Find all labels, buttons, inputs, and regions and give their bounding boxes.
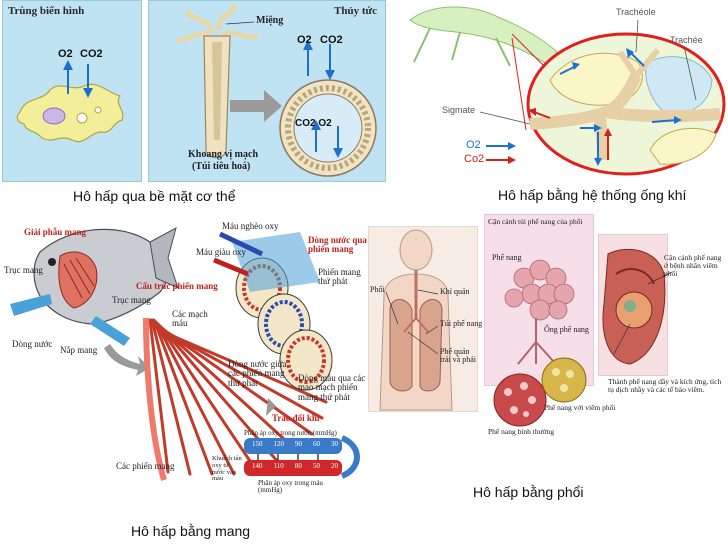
caption-trachea: Hô hấp bằng hệ thống ống khí: [498, 187, 687, 203]
hydra-title: Thủy tức: [334, 5, 377, 17]
hydra-co2-o2: CO2 O2: [295, 118, 332, 129]
cavity-label-1: Khoang vị mạch: [188, 149, 259, 160]
blood-po2-values: 140 110 80 50 20: [252, 462, 338, 470]
operculum-label: Nắp mang: [60, 345, 98, 355]
gill-anatomy-title: Giải phẫu mang: [24, 227, 87, 237]
caption-lungs: Hô hấp bằng phổi: [473, 484, 584, 500]
trachee-label: Trachée: [670, 35, 703, 45]
oxy-blood-label: Máu giàu oxy: [196, 247, 246, 257]
gill-illustration: [10, 227, 360, 481]
bronchi-label: Phế quản trái và phải: [440, 347, 476, 365]
thick-wall-label: Thành phế nang dầy và kích ứng, tích tụ …: [608, 377, 722, 394]
blood-value: 140: [252, 462, 263, 470]
lung-label: Phổi: [370, 285, 385, 294]
tracheal-illustration: [409, 6, 726, 176]
water-value: 120: [273, 440, 285, 448]
pneumonia-alveolus-label: Phế nang với viêm phổi: [544, 403, 616, 412]
alveolar-duct-label: Ống phế nang: [544, 325, 589, 334]
deoxy-blood-label: Máu nghèo oxy: [222, 221, 279, 231]
blood-value: 50: [312, 462, 320, 470]
tracheole-label: Trachéole: [616, 7, 656, 17]
caption-surface: Hô hấp qua bề mặt cơ thể: [73, 188, 236, 204]
pneumonia-closeup-label: Cận cảnh phế nang ở bệnh nhân viêm phổi: [664, 253, 722, 278]
water-po2-values: 150 120 90 60 30: [252, 440, 338, 448]
sigmate-label: Sigmate: [442, 105, 476, 115]
alveolar-sac-label: Túi phế nang: [440, 319, 483, 328]
trachea-label: Khí quản: [440, 287, 470, 296]
water-value: 150: [252, 440, 263, 448]
amoeba-co2: CO2: [80, 48, 103, 60]
hydra-illustration: [175, 3, 377, 177]
blood-vessels-label: Các mạch máu: [172, 309, 208, 329]
blood-value: 110: [273, 462, 284, 470]
gas-exchange-label: Trao đổi khí: [272, 413, 320, 423]
alveolus-label: Phế nang: [492, 253, 522, 262]
tracheal-panel: Trachéole Trachée Sigmate O2 Co2: [400, 0, 728, 180]
gill-arch-label: Trục mang: [4, 265, 43, 275]
normal-alveolus-label: Phế nang bình thường: [488, 427, 555, 436]
water-value: 30: [331, 440, 338, 448]
mouth-label: Miệng: [256, 15, 284, 26]
amoeba-title: Trùng biến hình: [8, 5, 85, 17]
alveoli-closeup-label: Cận cảnh túi phế nang của phổi: [488, 217, 583, 226]
water-between-lamellae-label: Dòng nước giữa các phiến mang thứ phát: [228, 359, 287, 388]
lung-panel: Phổi Khí quản Túi phế nang Phế quản trái…: [368, 214, 726, 470]
hydra-co2: CO2: [320, 34, 343, 46]
surface-respiration-panel: Trùng biến hình O2 CO2 Thủy tức: [2, 0, 386, 182]
blood-value: 20: [331, 462, 338, 470]
water-value: 60: [313, 440, 320, 448]
o2-legend: O2: [466, 139, 481, 151]
blood-po2-label: Phân áp oxy trong máu (mmHg): [258, 479, 323, 495]
water-through-filament-label: Dòng nước qua phiến mang: [308, 235, 367, 255]
amoeba-o2: O2: [58, 48, 73, 60]
filament-structure-label: Cấu trúc phiến mang: [136, 281, 218, 291]
water-value: 90: [295, 440, 302, 448]
filaments-label: Các phiến mang: [116, 461, 175, 471]
blood-flow-label: Dòng máu qua các mao mạch phiến mang thứ…: [298, 373, 366, 402]
co2-legend: Co2: [464, 153, 485, 165]
water-po2-label: Phân áp oxy trong nước (mmHg): [244, 429, 337, 437]
hydra-o2: O2: [297, 34, 312, 46]
gill-panel: Giải phẫu mang Trục mang Dòng nước Nắp m…: [0, 212, 370, 512]
caption-gills: Hô hấp bằng mang: [131, 523, 251, 539]
gill-arch-label-2: Trục mang: [112, 295, 151, 305]
water-flow-label: Dòng nước: [12, 339, 53, 349]
secondary-lamella-label: Phiến mang thứ phát: [318, 267, 361, 287]
lung-illustration: [379, 229, 673, 427]
cavity-label-2: (Túi tiêu hoá): [192, 161, 251, 172]
amoeba-illustration: [16, 60, 124, 143]
blood-value: 80: [294, 462, 302, 470]
diffusion-label: Khuếch tán oxy từ nước vào máu: [212, 455, 242, 483]
